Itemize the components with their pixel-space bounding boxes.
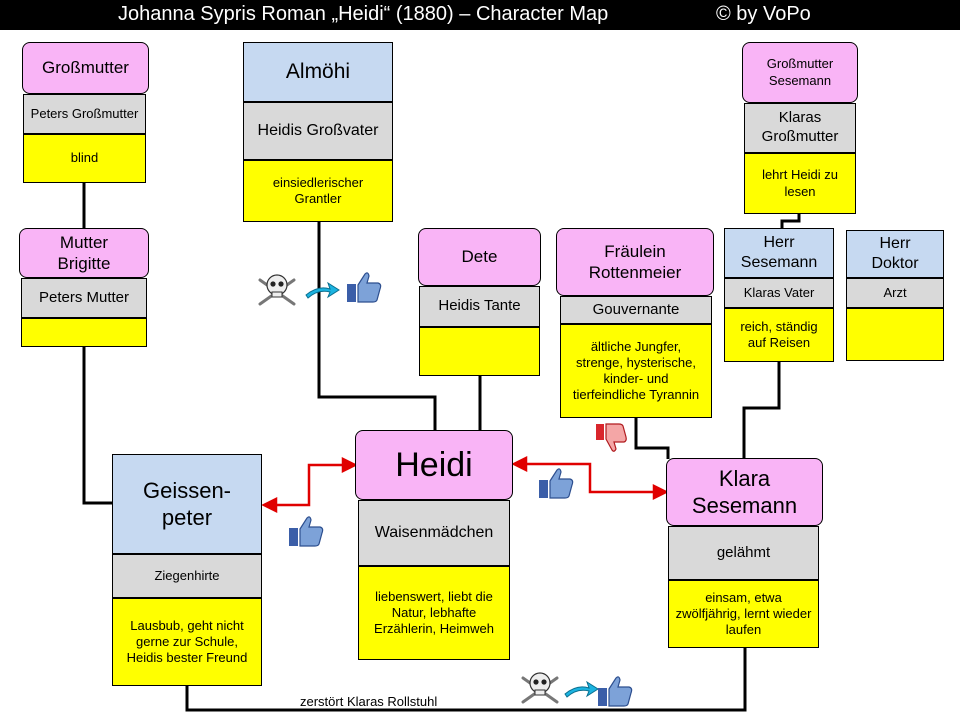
- thumbs-up-icon: [347, 272, 382, 303]
- geissenpeter-name: Geissen-peter: [112, 454, 262, 554]
- arrow-icon: [305, 281, 340, 299]
- dete-name: Dete: [418, 228, 541, 286]
- mutter-brigitte-name: Mutter Brigitte: [19, 228, 149, 278]
- almoehi-role: Heidis Großvater: [243, 102, 393, 160]
- klara-trait: einsam, etwa zwölfjährig, lernt wieder l…: [668, 580, 819, 648]
- klara-name: Klara Sesemann: [666, 458, 823, 526]
- herr-doktor-name: Herr Doktor: [846, 230, 944, 278]
- grossmutter-sesemann-trait: lehrt Heidi zu lesen: [744, 153, 856, 214]
- herr-sesemann-role: Klaras Vater: [724, 278, 834, 308]
- arrow-icon: [564, 680, 599, 698]
- skull-crossbones-icon: [258, 274, 296, 306]
- geissenpeter-role: Ziegenhirte: [112, 554, 262, 598]
- almoehi-name: Almöhi: [243, 42, 393, 102]
- grossmutter-name: Großmutter: [22, 42, 149, 94]
- grossmutter-sesemann-name: Großmutter Sesemann: [742, 42, 858, 103]
- thumbs-up-icon: [289, 516, 324, 547]
- klara-role: gelähmt: [668, 526, 819, 580]
- herr-doktor-role: Arzt: [846, 278, 944, 308]
- geissenpeter-trait: Lausbub, geht nicht gerne zur Schule, He…: [112, 598, 262, 686]
- skull-crossbones-icon: [521, 672, 559, 704]
- heidi-trait: liebenswert, liebt die Natur, lebhafte E…: [358, 566, 510, 660]
- rottenmeier-trait: ältliche Jungfer, strenge, hysterische, …: [560, 324, 712, 418]
- thumbs-up-icon: [598, 676, 633, 707]
- heidi-name: Heidi: [355, 430, 513, 500]
- mutter-brigitte-role: Peters Mutter: [21, 278, 147, 318]
- herr-doktor-trait: [846, 308, 944, 361]
- grossmutter-sesemann-role: Klaras Großmutter: [744, 103, 856, 153]
- herr-sesemann-name: Herr Sesemann: [724, 228, 834, 278]
- thumbs-down-icon: [596, 423, 627, 452]
- dete-trait: [419, 327, 540, 376]
- grossmutter-trait: blind: [23, 134, 146, 183]
- dete-role: Heidis Tante: [419, 286, 540, 327]
- herr-sesemann-trait: reich, ständig auf Reisen: [724, 308, 834, 362]
- thumbs-up-icon: [539, 468, 574, 499]
- mutter-brigitte-trait: [21, 318, 147, 347]
- credit: © by VoPo: [716, 3, 811, 25]
- page-title: Johanna Sypris Roman „Heidi“ (1880) – Ch…: [118, 3, 609, 25]
- grossmutter-role: Peters Großmutter: [23, 94, 146, 134]
- rottenmeier-name: Fräulein Rottenmeier: [556, 228, 714, 296]
- rollstuhl-caption: zerstört Klaras Rollstuhl: [300, 694, 438, 709]
- title-bar: Johanna Sypris Roman „Heidi“ (1880) – Ch…: [0, 0, 960, 30]
- almoehi-trait: einsiedlerischer Grantler: [243, 160, 393, 222]
- heidi-role: Waisenmädchen: [358, 500, 510, 566]
- rottenmeier-role: Gouvernante: [560, 296, 712, 324]
